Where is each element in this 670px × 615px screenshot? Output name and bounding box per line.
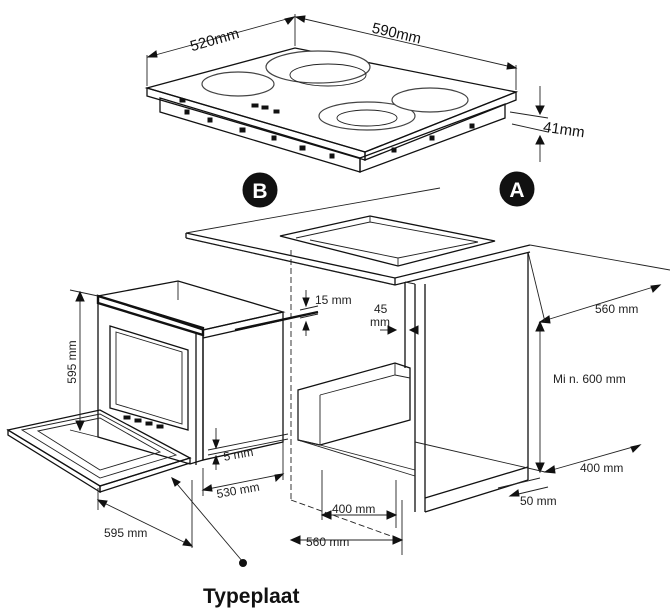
cabinet-side-gap-label-value: 45 xyxy=(374,302,388,316)
hob-zone-rear-center xyxy=(265,50,371,84)
oven: 595 mm 595 mm 530 mm 5 mm xyxy=(6,280,319,567)
cabinet-width-label: 560 mm xyxy=(306,535,349,549)
hob: 520mm 590mm 41mm xyxy=(144,14,586,173)
oven-height-label: 595 mm xyxy=(65,340,79,383)
hob-zone-rear-left xyxy=(201,71,275,97)
svg-text:A: A xyxy=(509,179,524,202)
cabinet-min-height-label: Mi n. 600 mm xyxy=(553,372,626,386)
hob-zone-right xyxy=(391,87,469,113)
hob-underbody-details xyxy=(184,109,475,159)
cabinet-plinth-depth-label: 400 mm xyxy=(580,461,623,475)
hob-depth-dimension-line xyxy=(147,16,295,58)
oven-width-label: 595 mm xyxy=(104,526,147,540)
hob-width-label: 590mm xyxy=(370,20,423,48)
svg-text:B: B xyxy=(252,180,267,203)
cabinet-top-gap-label: 15 mm xyxy=(315,293,352,307)
typeplate-label: Typeplaat xyxy=(203,585,299,608)
cabinet: 560 mm Mi n. 600 mm 400 mm 50 mm 400 mm … xyxy=(185,187,670,555)
hob-depth-label: 520mm xyxy=(188,25,241,55)
marker-a: A xyxy=(499,171,535,207)
oven-gap-label: 5 mm xyxy=(222,445,254,464)
cabinet-depth-label: 560 mm xyxy=(595,302,638,316)
hob-controls xyxy=(179,98,280,114)
cabinet-side-gap-label: 45 mm xyxy=(370,302,391,329)
hob-width-dimension-line xyxy=(295,16,517,69)
oven-control-panel xyxy=(123,415,164,429)
cabinet-inner-depth-label: 400 mm xyxy=(332,502,375,516)
cabinet-plinth-height-label: 50 mm xyxy=(520,494,557,508)
typeplate-marker xyxy=(239,559,247,567)
marker-b: B xyxy=(242,172,278,208)
cabinet-side-gap-label-unit: mm xyxy=(370,315,390,329)
oven-depth-label: 530 mm xyxy=(215,480,260,501)
hob-height-label: 41mm xyxy=(542,119,586,142)
